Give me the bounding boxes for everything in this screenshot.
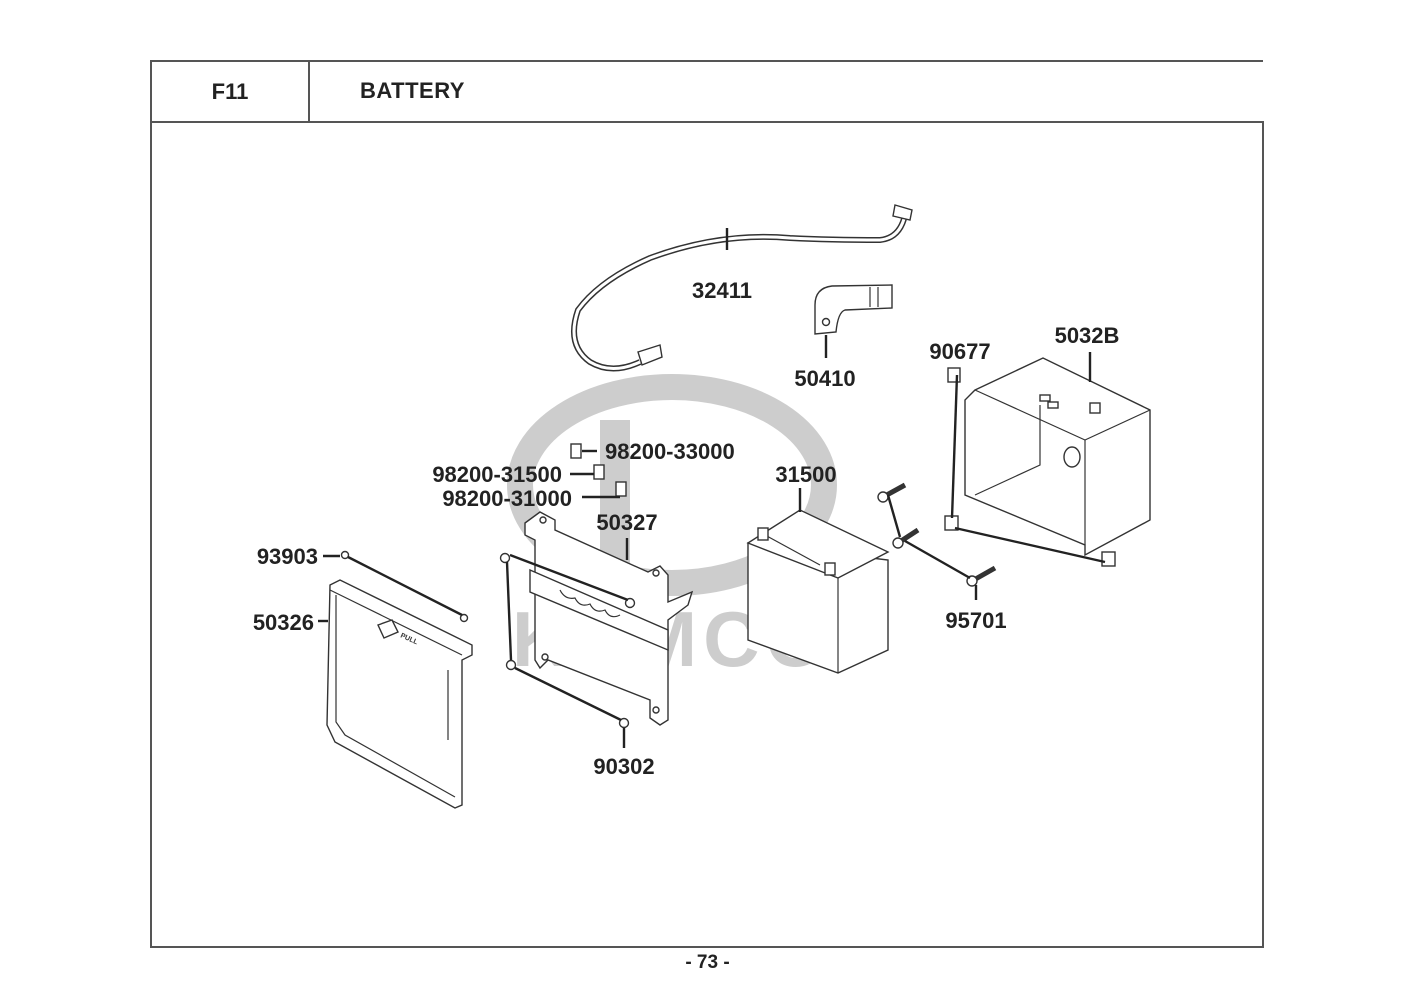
part-label-90302: 90302 (593, 754, 654, 779)
part-label-98200-33000: 98200-33000 (605, 439, 735, 464)
fuse-98200-33000[interactable]: 98200-33000 (570, 439, 735, 464)
battery-cover-50326[interactable]: PULL 50326 (253, 579, 473, 809)
part-label-90677: 90677 (929, 339, 990, 364)
section-title: BATTERY (360, 78, 465, 103)
part-label-98200-31500: 98200-31500 (432, 462, 562, 487)
tapping-screw-93903[interactable]: 93903 (257, 544, 469, 623)
part-label-32411: 32411 (692, 278, 752, 303)
part-label-50410: 50410 (794, 366, 855, 391)
clip-nut-90677[interactable]: 90677 (929, 339, 1116, 567)
fuse-98200-31000[interactable]: 98200-31000 (442, 481, 627, 511)
part-label-5032B: 5032B (1055, 323, 1120, 348)
part-label-98200-31000: 98200-31000 (442, 486, 572, 511)
battery-31500[interactable]: 31500 (746, 462, 890, 674)
diagram-frame (150, 121, 1264, 948)
part-label-50326: 50326 (253, 610, 314, 635)
page-number: - 73 - (685, 952, 730, 973)
fuse-holder-plate-50327[interactable]: 50327 (524, 510, 694, 726)
part-label-95701: 95701 (945, 608, 1006, 633)
battery-box-5032B[interactable]: 5032B (964, 323, 1151, 557)
screw-90302[interactable]: 90302 (499, 552, 655, 780)
terminal-bracket-50410[interactable]: 50410 (794, 284, 893, 391)
part-label-31500: 31500 (775, 462, 836, 487)
battery-cable-32411[interactable]: 32411 (571, 204, 913, 372)
fuse-98200-31500[interactable]: 98200-31500 (432, 462, 605, 487)
part-label-50327: 50327 (596, 510, 657, 535)
bolt-95701[interactable]: 95701 (877, 482, 1007, 633)
part-label-93903: 93903 (257, 544, 318, 569)
section-code: F11 (150, 60, 310, 122)
